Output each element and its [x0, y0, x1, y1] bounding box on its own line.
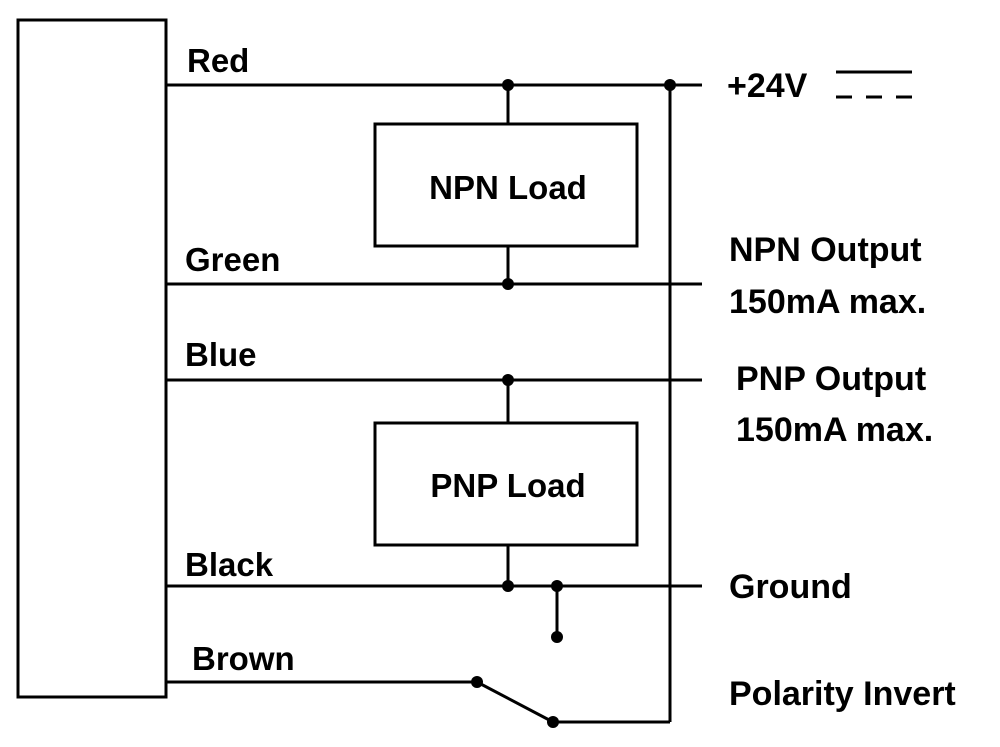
polarity-switch-blade	[476, 680, 554, 724]
junction-dot	[502, 580, 514, 592]
switch-contact-dot	[547, 716, 559, 728]
pnp-output-label: PNP Output	[736, 360, 926, 398]
npn-load-box	[373, 122, 639, 248]
red-label: Red	[187, 42, 249, 79]
junction-dot	[664, 79, 676, 91]
blue-label: Blue	[185, 336, 257, 373]
pnp-output-rating: 150mA max.	[736, 411, 933, 449]
npn-load-label: NPN Load	[429, 169, 587, 206]
switch-contact-dot	[551, 631, 563, 643]
npn-output-label: NPN Output	[729, 231, 922, 269]
junction-dot	[502, 374, 514, 386]
green-label: Green	[185, 241, 280, 278]
junction-dot	[502, 79, 514, 91]
pnp-load-label: PNP Load	[430, 467, 585, 504]
ground-label: Ground	[729, 568, 852, 606]
supply-label: +24V	[727, 67, 808, 105]
brown-label: Brown	[192, 640, 295, 677]
junction-dot	[502, 278, 514, 290]
pnp-load-box	[373, 421, 639, 547]
polarity-invert-label: Polarity Invert	[729, 675, 956, 713]
dc-symbol-icon	[836, 70, 912, 99]
npn-output-rating: 150mA max.	[729, 283, 926, 321]
switch-pivot-dot	[471, 676, 483, 688]
sensor-body	[16, 18, 168, 699]
junction-dot	[551, 580, 563, 592]
black-label: Black	[185, 546, 274, 583]
